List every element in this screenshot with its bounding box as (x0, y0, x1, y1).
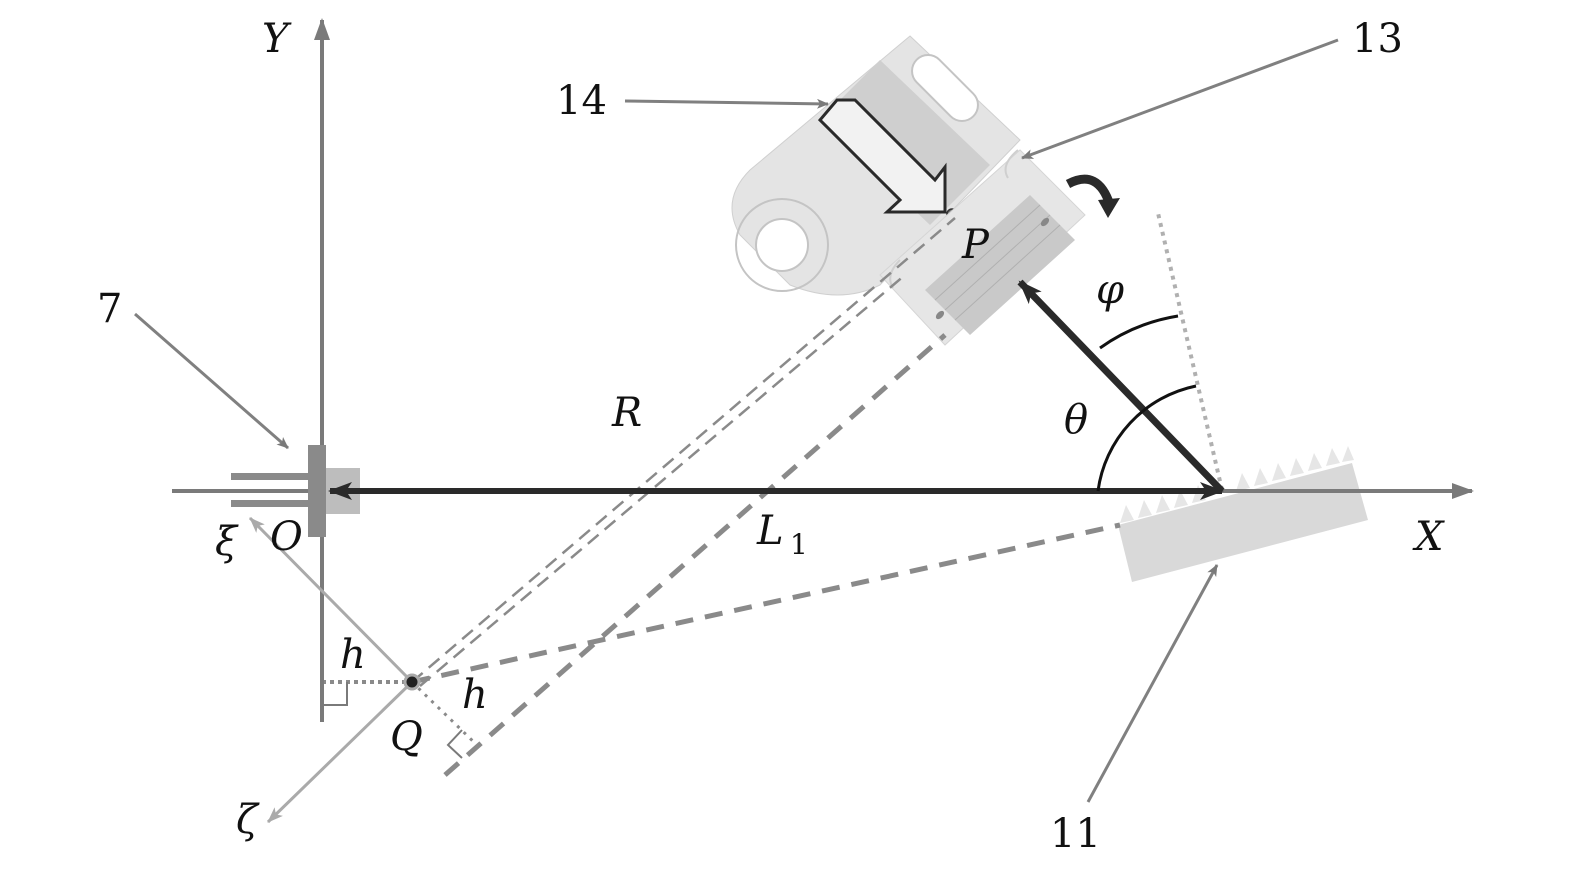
point-q-label: Q (390, 714, 423, 760)
rotation-arrow-icon (1065, 174, 1115, 207)
construction-lines (322, 212, 1224, 777)
h-right-label: h (462, 672, 488, 718)
callout-14: 14 (556, 78, 607, 124)
leader-7 (134, 312, 289, 450)
leader-13 (1021, 38, 1339, 160)
holder (231, 445, 360, 537)
block-grid (934, 204, 1061, 321)
xi-label: ξ (215, 519, 239, 565)
callout-13: 13 (1352, 16, 1403, 62)
l1-subscript: 1 (790, 528, 808, 561)
h-left-label: h (340, 632, 366, 678)
phi-arc (1099, 314, 1179, 350)
zeta-axis (266, 680, 414, 824)
force-arrow-icon (817, 98, 947, 214)
right-angle-mark (446, 729, 463, 759)
leader-14 (624, 98, 829, 109)
point-p-label: P (961, 222, 990, 268)
r-label: R (611, 390, 642, 436)
x-axis-label: X (1412, 514, 1445, 560)
phi-label: φ (1096, 267, 1124, 313)
right-angle-mark (322, 682, 348, 706)
callout-11: 11 (1050, 811, 1101, 857)
origin-label: O (270, 514, 303, 560)
rack (1118, 446, 1368, 582)
bracket (731, 35, 1021, 296)
point-q-marker (403, 673, 421, 691)
y-axis-label: Y (262, 16, 292, 62)
contact-vector (1017, 279, 1225, 494)
xi-axis (248, 516, 414, 684)
leader-11 (1086, 564, 1219, 803)
theta-arc (1096, 384, 1197, 492)
callout-7: 7 (97, 286, 122, 332)
zeta-label: ζ (236, 797, 260, 843)
l1-label: L (756, 508, 784, 554)
theta-label: θ (1064, 397, 1088, 443)
